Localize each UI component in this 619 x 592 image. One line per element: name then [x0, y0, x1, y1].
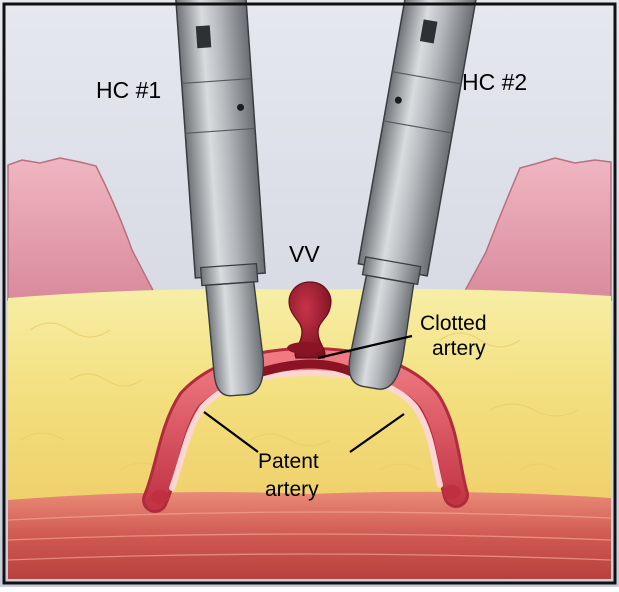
label-vv: VV [289, 241, 320, 267]
label-clotted-2: artery [432, 337, 486, 360]
leader-patent-right [349, 413, 405, 453]
label-clotted-1: Clotted [420, 312, 487, 335]
vv-blob [288, 281, 332, 359]
skin-flap-left [7, 157, 160, 301]
hc1-pin [237, 103, 245, 111]
label-patent-2: artery [265, 478, 319, 501]
skin-flap-right [458, 157, 612, 301]
muscle-layer [8, 491, 611, 579]
leader-patent-left [203, 411, 259, 453]
hc2-jaw [348, 274, 415, 390]
muscle-striations [7, 511, 612, 561]
fat-texture [19, 322, 579, 471]
frame-border [2, 2, 617, 585]
artery-end-right [443, 485, 461, 499]
hc2-window [419, 19, 438, 44]
label-hc2: HC #2 [462, 69, 527, 95]
hc2-pin [394, 96, 402, 104]
artery-lumen [169, 369, 443, 491]
instrument-hc1 [174, 0, 266, 397]
artery-end-left [151, 490, 169, 504]
clot-speckle [287, 342, 323, 354]
artery [142, 346, 469, 513]
clotted-segment [257, 359, 357, 377]
label-patent-1: Patent [258, 450, 319, 473]
label-hc1: HC #1 [96, 77, 161, 103]
hc1-window [195, 25, 212, 49]
instrument-hc2 [348, 0, 479, 390]
leader-lines [203, 334, 413, 453]
leader-clotted [317, 334, 413, 360]
hc1-jaw [205, 281, 265, 397]
